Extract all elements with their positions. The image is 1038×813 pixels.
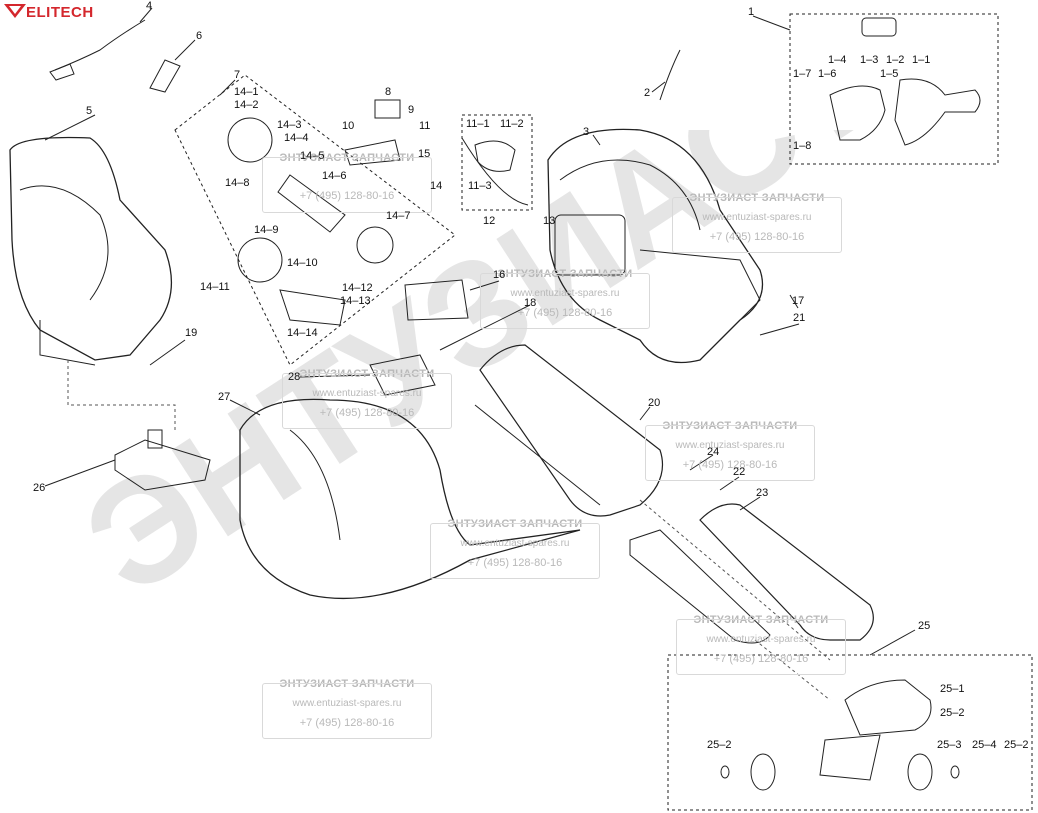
label-part-1-2: 1–2 — [886, 54, 905, 66]
label-part-4: 4 — [146, 0, 153, 12]
label-part-14-12: 14–12 — [342, 282, 373, 294]
group-box-25 — [667, 654, 1033, 811]
label-part-22: 22 — [733, 466, 746, 478]
label-part-8: 8 — [385, 86, 392, 98]
label-part-1-1: 1–1 — [912, 54, 931, 66]
label-part-2: 2 — [644, 87, 651, 99]
label-part-27: 27 — [218, 391, 231, 403]
group-box-1 — [789, 13, 999, 165]
housing-3 — [547, 128, 764, 364]
watermark-box-1: ЭНТУЗИАСТ ЗАПЧАСТИ +7 (495) 128-80-16 — [262, 152, 432, 213]
group-box-14 — [174, 74, 456, 366]
label-part-7: 7 — [234, 69, 241, 81]
label-part-17: 17 — [792, 295, 805, 307]
label-part-14-1: 14–1 — [234, 86, 259, 98]
label-part-10: 10 — [342, 120, 355, 132]
label-part-1: 1 — [748, 6, 755, 18]
label-part-18: 18 — [524, 297, 537, 309]
label-part-20: 20 — [648, 397, 661, 409]
label-part-15: 15 — [418, 148, 431, 160]
label-part-1-8: 1–8 — [793, 140, 812, 152]
label-part-14-3: 14–3 — [277, 119, 302, 131]
label-part-25-1: 25–1 — [940, 683, 965, 695]
label-part-14-5: 14–5 — [300, 150, 325, 162]
label-part-25-2-right: 25–2 — [940, 707, 965, 719]
label-part-9: 9 — [408, 104, 415, 116]
label-part-21: 21 — [793, 312, 806, 324]
label-part-16: 16 — [493, 269, 506, 281]
watermark-box-6: ЭНТУЗИАСТ ЗАПЧАСТИ www.entuziast-spares.… — [430, 518, 600, 579]
label-part-14-4: 14–4 — [284, 132, 309, 144]
label-part-14-13: 14–13 — [340, 295, 371, 307]
label-part-14-8: 14–8 — [225, 177, 250, 189]
label-part-1-5: 1–5 — [880, 68, 899, 80]
label-part-14-11: 14–11 — [200, 281, 230, 293]
label-part-14-6: 14–6 — [322, 170, 347, 182]
label-part-14: 14 — [430, 180, 443, 192]
label-part-28: 28 — [288, 371, 301, 383]
watermark-box-5: ЭНТУЗИАСТ ЗАПЧАСТИ www.entuziast-spares.… — [645, 420, 815, 481]
watermark-box-3: ЭНТУЗИАСТ ЗАПЧАСТИ www.entuziast-spares.… — [480, 268, 650, 329]
label-part-25-2-far: 25–2 — [1004, 739, 1029, 751]
label-part-6: 6 — [196, 30, 203, 42]
label-part-1-4: 1–4 — [828, 54, 847, 66]
label-part-3: 3 — [583, 126, 590, 138]
label-part-24: 24 — [707, 446, 720, 458]
elitech-logo-icon — [4, 4, 26, 18]
label-part-11-3: 11–3 — [468, 180, 492, 192]
label-part-25-4: 25–4 — [972, 739, 997, 751]
label-part-14-14: 14–14 — [287, 327, 318, 339]
handle-1-5 — [894, 78, 981, 146]
label-part-1-6: 1–6 — [818, 68, 837, 80]
watermark-box-2: ЭНТУЗИАСТ ЗАПЧАСТИ www.entuziast-spares.… — [672, 192, 842, 253]
label-part-25-2-left: 25–2 — [707, 739, 732, 751]
handle-1-6 — [829, 85, 886, 141]
label-part-13: 13 — [543, 215, 556, 227]
label-part-11-2: 11–2 — [500, 118, 524, 130]
label-part-26: 26 — [33, 482, 46, 494]
housing-5 — [9, 136, 173, 361]
label-part-14-9: 14–9 — [254, 224, 279, 236]
label-part-11: 11 — [419, 120, 431, 132]
label-part-19: 19 — [185, 327, 198, 339]
watermark-box-7: ЭНТУЗИАСТ ЗАПЧАСТИ www.entuziast-spares.… — [676, 614, 846, 675]
label-part-23: 23 — [756, 487, 769, 499]
label-part-14-7: 14–7 — [386, 210, 411, 222]
label-part-12: 12 — [483, 215, 496, 227]
brand-name: ELITECH — [26, 4, 94, 21]
label-part-25-3: 25–3 — [937, 739, 962, 751]
watermark-box-4: ЭНТУЗИАСТ ЗАПЧАСТИ www.entuziast-spares.… — [282, 368, 452, 429]
label-part-14-2: 14–2 — [234, 99, 259, 111]
label-part-1-3: 1–3 — [860, 54, 879, 66]
label-part-25: 25 — [918, 620, 931, 632]
label-part-1-7: 1–7 — [793, 68, 812, 80]
label-part-11-1: 11–1 — [466, 118, 490, 130]
label-part-5: 5 — [86, 105, 93, 117]
watermark-box-8: ЭНТУЗИАСТ ЗАПЧАСТИ www.entuziast-spares.… — [262, 678, 432, 739]
label-part-14-10: 14–10 — [287, 257, 318, 269]
group-box-11 — [461, 114, 533, 211]
